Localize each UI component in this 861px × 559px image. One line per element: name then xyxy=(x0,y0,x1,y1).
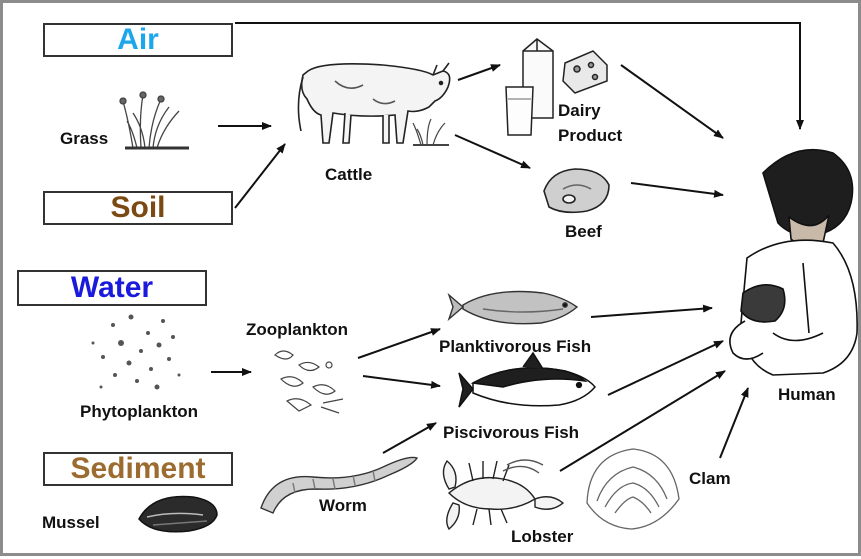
arrow-cattle-to-beef xyxy=(455,135,530,168)
planktivorous-fish-illustration xyxy=(449,292,577,324)
phytoplankton-illustration xyxy=(92,315,181,390)
arrow-soil-to-cattle xyxy=(235,144,285,208)
dairy-label-line1: Dairy xyxy=(558,101,601,121)
arrow-dairy-to-human xyxy=(621,65,723,138)
piscivorous-fish-label: Piscivorous Fish xyxy=(443,423,579,443)
zooplankton-illustration xyxy=(275,351,343,413)
grass-label: Grass xyxy=(60,129,108,149)
arrow-piscivorous-to-human xyxy=(608,341,723,395)
water-source-box: Water xyxy=(17,270,207,306)
arrow-planktivorous-to-human xyxy=(591,308,712,317)
cow-illustration xyxy=(298,63,449,143)
clam-label: Clam xyxy=(689,469,731,489)
soil-source-box: Soil xyxy=(43,191,233,225)
arrow-clam-to-human xyxy=(720,388,748,458)
sediment-source-label: Sediment xyxy=(70,454,205,484)
worm-label: Worm xyxy=(319,496,367,516)
grass-illustration xyxy=(120,92,189,148)
arrow-zoo-to-piscivorous xyxy=(363,376,440,386)
human-label: Human xyxy=(778,385,836,405)
lobster-illustration xyxy=(443,460,563,529)
mussel-label: Mussel xyxy=(42,513,100,533)
beef-label: Beef xyxy=(565,222,602,242)
phytoplankton-label: Phytoplankton xyxy=(80,402,198,422)
clam-illustration xyxy=(587,449,679,529)
water-source-label: Water xyxy=(71,273,153,303)
arrow-worm-to-piscivorous xyxy=(383,423,436,453)
arrow-beef-to-human xyxy=(631,183,723,195)
beef-illustration xyxy=(544,169,609,212)
small-grass-illustration xyxy=(413,119,449,145)
cattle-label: Cattle xyxy=(325,165,372,185)
arrow-zoo-to-planktivorous xyxy=(358,329,440,358)
air-source-box: Air xyxy=(43,23,233,57)
dairy-label-line2: Product xyxy=(558,126,622,146)
planktivorous-fish-label: Planktivorous Fish xyxy=(439,337,591,357)
zooplankton-label: Zooplankton xyxy=(246,320,348,340)
mussel-illustration xyxy=(139,496,217,531)
soil-source-label: Soil xyxy=(110,193,165,223)
human-illustration xyxy=(730,150,857,375)
sediment-source-box: Sediment xyxy=(43,452,233,486)
piscivorous-fish-illustration xyxy=(459,353,595,407)
lobster-label: Lobster xyxy=(511,527,573,547)
air-source-label: Air xyxy=(117,25,159,55)
arrow-cattle-to-dairy xyxy=(458,65,500,80)
